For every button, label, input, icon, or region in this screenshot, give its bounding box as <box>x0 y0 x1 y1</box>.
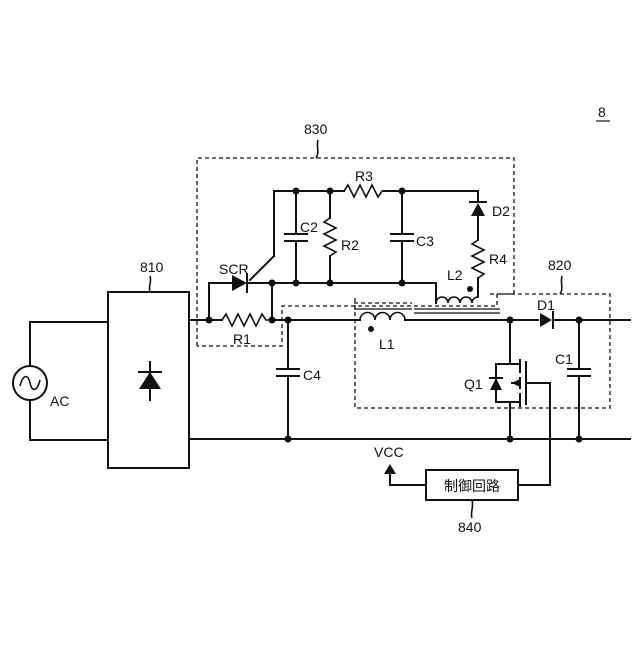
ac-label: AC <box>50 393 69 409</box>
body-diode-icon <box>490 378 502 390</box>
control-circuit-label: 制御回路 <box>444 478 500 494</box>
capacitor-c1: C1 <box>555 320 590 439</box>
vcc-label: VCC <box>374 444 404 460</box>
l2-label: L2 <box>447 267 463 283</box>
ac-source: AC <box>13 322 108 440</box>
scr-icon <box>232 275 247 291</box>
transformer-core <box>354 303 500 313</box>
c2-label: C2 <box>300 219 318 235</box>
diode-d1: D1 <box>537 297 555 328</box>
c3-label: C3 <box>416 233 434 249</box>
r4-label: R4 <box>489 251 507 267</box>
inductor-l1: L1 <box>360 313 405 353</box>
d1-label: D1 <box>537 297 555 313</box>
figure-ref-number: 8 <box>598 104 606 120</box>
resistor-r1: R1 <box>222 314 270 347</box>
mosfet-q1: Q1 <box>464 320 550 439</box>
block-820-label: 820 <box>548 257 572 273</box>
scr-label: SCR <box>219 261 249 277</box>
block-830-internals: SCR R3 C2 R2 C3 D2 R4 <box>209 168 510 320</box>
d2-label: D2 <box>492 203 510 219</box>
r3-label: R3 <box>355 168 373 184</box>
control-circuit: 制御回路 VCC 840 <box>374 383 550 535</box>
c1-label: C1 <box>555 351 573 367</box>
q1-label: Q1 <box>464 376 483 392</box>
vcc-arrow-icon <box>384 464 396 474</box>
l1-label: L1 <box>379 336 395 352</box>
main-wires <box>189 320 630 439</box>
capacitor-c4: C4 <box>277 320 321 439</box>
block-810-label: 810 <box>140 259 164 275</box>
figure-ref: 8 <box>596 104 610 121</box>
d1-icon <box>540 313 552 327</box>
c4-label: C4 <box>303 367 321 383</box>
block-840-label: 840 <box>458 519 482 535</box>
block-830-label: 830 <box>304 121 328 137</box>
r2-label: R2 <box>341 237 359 253</box>
rectifier-block: 810 <box>108 259 189 468</box>
r1-label: R1 <box>233 331 251 347</box>
d2-icon <box>471 203 485 216</box>
